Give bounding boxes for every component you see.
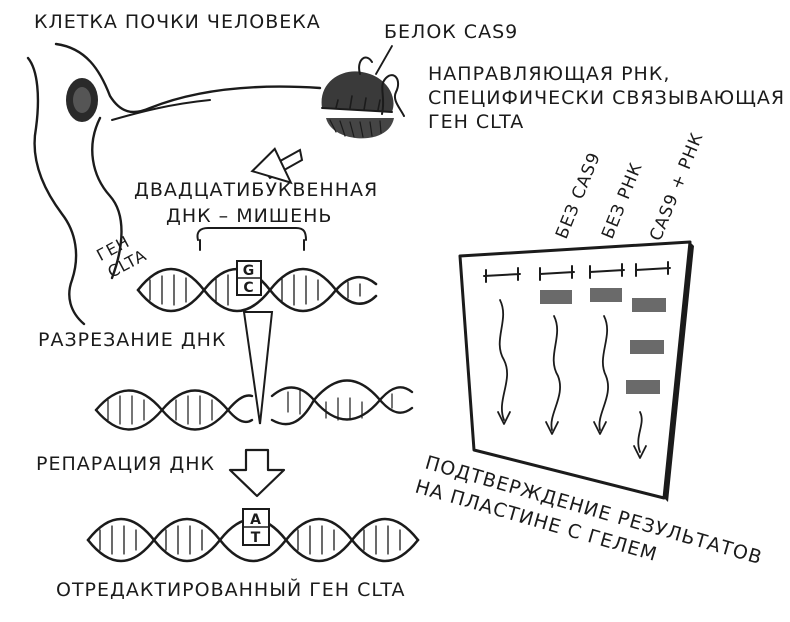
result-label: ОТРЕДАКТИРОВАННЫЙ ГЕН CLTA — [56, 578, 406, 601]
dna-helix-cut — [94, 379, 414, 431]
gel-lane-label-2: БЕЗ РНК — [598, 159, 647, 241]
gel-band — [630, 340, 664, 354]
gel-band — [590, 288, 622, 302]
target-base-bottom: C — [243, 280, 254, 296]
gel-migration-arrows — [497, 299, 647, 459]
gel-band — [540, 290, 572, 304]
gel-band — [626, 380, 660, 394]
cell-outline — [26, 42, 322, 326]
cas9-pointer — [375, 45, 393, 75]
cas9-label: БЕЛОК CAS9 — [384, 21, 518, 43]
gel-lane-label-1: БЕЗ CAS9 — [552, 149, 605, 242]
gel-band — [632, 298, 666, 312]
cell-nucleus — [66, 78, 98, 122]
target-base-top: G — [243, 263, 256, 279]
guide-rna-line-3: ГЕН CLTA — [428, 111, 524, 133]
target-base-pair: G C — [236, 260, 262, 296]
guide-rna-strand — [358, 56, 405, 117]
guide-rna-line-1: НАПРАВЛЯЮЩАЯ РНК, — [428, 63, 670, 85]
target-bracket — [196, 227, 307, 251]
gel-lane-label-3: CAS9 + РНК — [646, 130, 708, 244]
edited-base-pair: A T — [242, 508, 270, 546]
cut-blade-icon — [242, 311, 274, 425]
cut-step-label: РАЗРЕЗАНИЕ ДНК — [38, 329, 226, 351]
gene-label: ГЕН CLTA — [93, 232, 150, 282]
edited-base-bottom: T — [251, 530, 262, 546]
gel-plate — [458, 240, 694, 502]
repair-arrow-icon — [228, 448, 286, 498]
edited-base-top: A — [250, 512, 262, 528]
target-line-1: ДВАДЦАТИБУКВЕННАЯ — [134, 179, 378, 201]
gel-bands — [540, 288, 666, 394]
repair-step-label: РЕПАРАЦИЯ ДНК — [36, 453, 215, 475]
cas9-protein — [321, 71, 394, 139]
gel-wells — [483, 261, 671, 283]
cell-label: КЛЕТКА ПОЧКИ ЧЕЛОВЕКА — [34, 11, 321, 33]
dna-helix-target — [136, 267, 378, 313]
gel-lane-labels: БЕЗ CAS9 БЕЗ РНК CAS9 + РНК — [552, 130, 708, 244]
guide-rna-line-2: СПЕЦИФИЧЕСКИ СВЯЗЫВАЮЩАЯ — [428, 87, 785, 109]
delivery-arrow — [250, 147, 304, 185]
target-line-2: ДНК – МИШЕНЬ — [166, 205, 332, 227]
